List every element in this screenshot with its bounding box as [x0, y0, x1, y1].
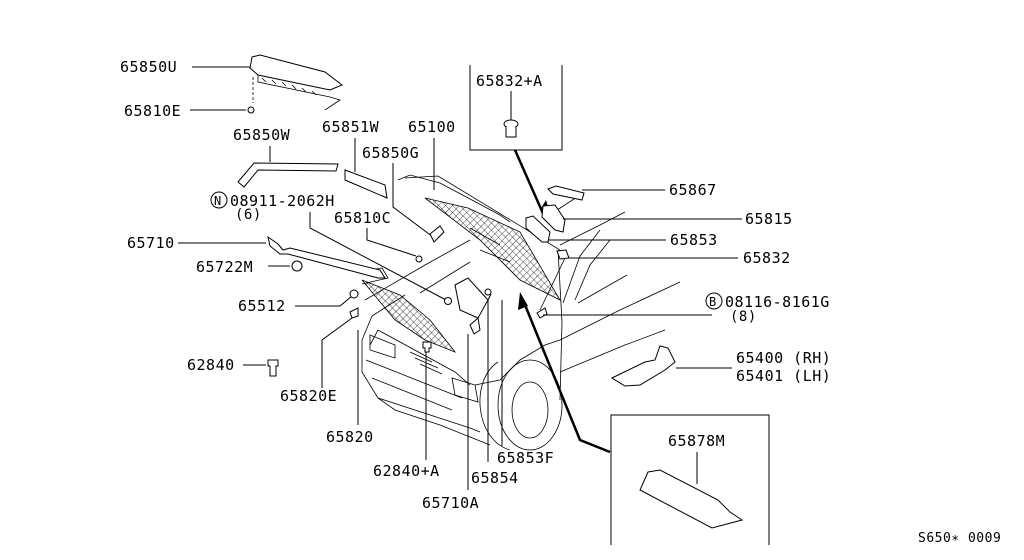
label-65850U: 65850U [120, 58, 177, 76]
leader-65854 [487, 293, 492, 462]
leader-65850G [392, 163, 434, 238]
label-65832-A: 65832+A [476, 72, 543, 90]
leader-65820E [321, 317, 353, 388]
label-65832: 65832 [743, 249, 791, 267]
part-65854 [484, 288, 492, 296]
label-08911-2062H: 08911-2062H [230, 192, 335, 210]
label-65400: 65400 (RH) [736, 349, 831, 367]
qty-08911-2062H: (6) [235, 207, 262, 223]
part-65853 [525, 215, 551, 243]
label-65851W: 65851W [322, 118, 380, 136]
label-65850W: 65850W [233, 126, 291, 144]
label-65820: 65820 [326, 428, 374, 446]
part-65878M [639, 469, 744, 529]
bolt-symbol-B [705, 292, 723, 310]
svg-text:N: N [214, 194, 222, 208]
leader-08911-2062H [309, 212, 447, 301]
label-65867: 65867 [669, 181, 717, 199]
part-65850U [249, 54, 343, 111]
part-62840 [267, 359, 279, 377]
part-65710 [267, 235, 386, 279]
part-65820E [349, 307, 359, 319]
part-65512 [349, 289, 359, 299]
part-62840-A [422, 341, 432, 353]
part-65867 [547, 185, 585, 201]
inset-65878M: 65878M [610, 414, 770, 545]
part-hood-lock [454, 277, 489, 319]
label-65722M: 65722M [196, 258, 253, 276]
label-65853F: 65853F [497, 449, 554, 467]
part-65722M [291, 260, 303, 272]
label-65710A: 65710A [422, 494, 479, 512]
label-65854: 65854 [471, 469, 519, 487]
part-65851W [344, 169, 388, 199]
label-65850G: 65850G [362, 144, 419, 162]
callout-08116-8161G: B 08116-8161G (8) [705, 292, 830, 325]
part-08911-2062H [444, 297, 452, 305]
inset-65832-A: 65832+A [469, 65, 563, 151]
label-65810E: 65810E [124, 102, 181, 120]
label-65820E: 65820E [280, 387, 337, 405]
label-65853: 65853 [670, 231, 718, 249]
leader-65810C [366, 228, 417, 257]
hood-insulator-65100 [397, 174, 562, 301]
label-65401: 65401 (LH) [736, 367, 831, 385]
part-65810E [247, 77, 255, 114]
leader-65512 [295, 295, 353, 307]
label-65815: 65815 [745, 210, 793, 228]
part-65815 [541, 204, 566, 233]
part-65810C [415, 255, 423, 263]
label-08116-8161G: 08116-8161G [725, 293, 830, 311]
part-65710A-bolt [469, 317, 481, 335]
qty-08116-8161G: (8) [730, 309, 757, 325]
part-08116-8161G [536, 307, 548, 319]
part-65850W [237, 162, 339, 188]
part-65400-65401 [610, 345, 676, 387]
label-65512: 65512 [238, 297, 286, 315]
svg-text:B: B [709, 295, 717, 309]
label-65810C: 65810C [334, 209, 391, 227]
label-65100: 65100 [408, 118, 456, 136]
label-62840: 62840 [187, 356, 235, 374]
nut-symbol-N [210, 191, 228, 209]
label-62840-A: 62840+A [373, 462, 440, 480]
arrow-head-up [518, 292, 528, 310]
part-65850G [429, 225, 445, 243]
label-65878M: 65878M [668, 432, 725, 450]
diagram-code: S650∗ 0009 [918, 531, 1001, 546]
label-65710: 65710 [127, 234, 175, 252]
callout-08911-2062H: N 08911-2062H (6) [210, 191, 335, 223]
